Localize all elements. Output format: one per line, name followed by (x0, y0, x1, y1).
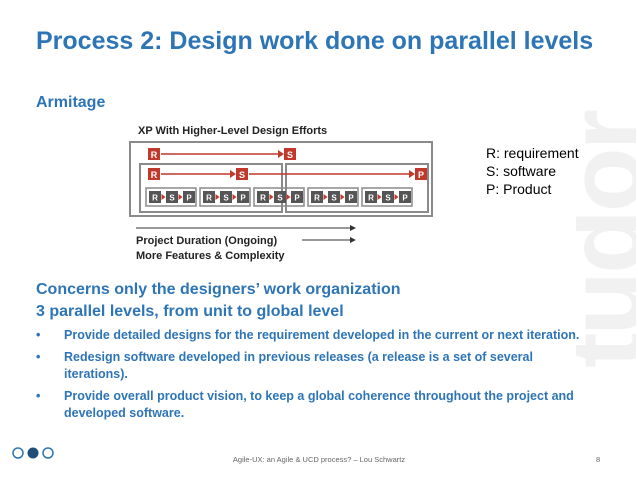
duration-arrowhead-2 (350, 237, 356, 243)
iteration-arrow-icon (394, 194, 399, 200)
iteration-cell (274, 191, 286, 203)
bullet-text: Provide detailed designs for the require… (64, 328, 580, 342)
concerns-line-1: Concerns only the designers’ work organi… (36, 281, 401, 298)
diagram-heading: XP With Higher-Level Design Efforts (138, 125, 327, 137)
legend: R: requirement S: software P: Product (486, 144, 579, 198)
row2-p-label: P (418, 170, 424, 180)
iteration-cell (237, 191, 249, 203)
iteration-cell-label: S (169, 194, 175, 203)
iteration-cell (166, 191, 178, 203)
iteration-box (145, 187, 197, 207)
iteration-arrow-icon (269, 194, 274, 200)
row1-arrowhead (278, 150, 284, 158)
iteration-arrow-icon (232, 194, 237, 200)
iteration-cell (399, 191, 411, 203)
dot-icon (42, 447, 54, 459)
iteration-box (307, 187, 359, 207)
iteration-arrow-icon (161, 194, 166, 200)
iteration-cell (365, 191, 377, 203)
bullet-item: • Redesign software developed in previou… (36, 349, 596, 383)
iteration-arrow-icon (215, 194, 220, 200)
legend-requirement: R: requirement (486, 145, 579, 161)
iteration-cell-label: P (186, 194, 192, 203)
row2-arrowhead-a (230, 170, 236, 178)
dot-icon (12, 447, 24, 459)
concerns-block: Concerns only the designers’ work organi… (36, 279, 596, 323)
iteration-cell (311, 191, 323, 203)
iteration-cell-label: P (294, 194, 300, 203)
row1-r-box (148, 148, 160, 160)
duration-arrowhead (350, 225, 356, 231)
bullet-dot: • (36, 389, 41, 403)
iteration-cell-label: S (277, 194, 283, 203)
iteration-cell-label: R (314, 194, 320, 203)
row2-p-box (415, 168, 427, 180)
slide-footer: Agile-UX: an Agile & UCD process? – Lou … (232, 455, 406, 464)
iteration-cell-label: R (152, 194, 158, 203)
iteration-cell (257, 191, 269, 203)
diagram-caption-duration: Project Duration (Ongoing) (136, 235, 277, 247)
concerns-line-2: 3 parallel levels, from unit to global l… (36, 303, 344, 320)
row1-s-box (284, 148, 296, 160)
bullet-text: Provide overall product vision, to keep … (64, 389, 574, 420)
diagram-caption-features: More Features & Complexity (136, 250, 285, 262)
iteration-arrow-icon (286, 194, 291, 200)
page-number: 8 (596, 455, 601, 464)
iteration-cell (291, 191, 303, 203)
iteration-cell (382, 191, 394, 203)
iteration-cell-label: S (331, 194, 337, 203)
iteration-arrow-icon (340, 194, 345, 200)
iteration-arrow-icon (323, 194, 328, 200)
iteration-box (361, 187, 413, 207)
row2-r-label: R (151, 170, 158, 180)
iteration-cell-label: P (348, 194, 354, 203)
row1-r-label: R (151, 150, 158, 160)
iteration-cell-label: R (206, 194, 212, 203)
bullet-item: • Provide detailed designs for the requi… (36, 327, 596, 344)
iteration-cell-label: R (260, 194, 266, 203)
row1-s-label: S (287, 150, 293, 160)
iteration-cell-label: P (402, 194, 408, 203)
bullet-item: • Provide overall product vision, to kee… (36, 388, 596, 422)
iteration-cell-label: S (223, 194, 229, 203)
iteration-arrow-icon (377, 194, 382, 200)
iteration-box (199, 187, 251, 207)
iteration-cell-label: S (385, 194, 391, 203)
bullet-text: Redesign software developed in previous … (64, 350, 533, 381)
row2-s-label: S (239, 170, 245, 180)
iteration-cell (203, 191, 215, 203)
iteration-cell (149, 191, 161, 203)
iteration-cell-label: P (240, 194, 246, 203)
xp-process-diagram: XP With Higher-Level Design Efforts R S … (129, 125, 433, 262)
bullet-dot: • (36, 350, 41, 364)
row2-r-box (148, 168, 160, 180)
iteration-arrow-icon (178, 194, 183, 200)
slide-subtitle: Armitage (36, 94, 106, 111)
iteration-cell (220, 191, 232, 203)
dot-icon (27, 447, 39, 459)
legend-product: P: Product (486, 181, 552, 197)
slide-dots-decoration (12, 447, 54, 459)
iteration-cell (183, 191, 195, 203)
row2-arrowhead-b (409, 170, 415, 178)
iteration-cell (328, 191, 340, 203)
row2-s-box (236, 168, 248, 180)
bullet-list: • Provide detailed designs for the requi… (36, 327, 596, 427)
outer-frame (129, 141, 433, 217)
iteration-cell (345, 191, 357, 203)
legend-software: S: software (486, 163, 557, 179)
iteration-box (253, 187, 305, 207)
slide-title: Process 2: Design work done on parallel … (36, 27, 594, 55)
bullet-dot: • (36, 328, 41, 342)
iteration-cell-label: R (368, 194, 374, 203)
